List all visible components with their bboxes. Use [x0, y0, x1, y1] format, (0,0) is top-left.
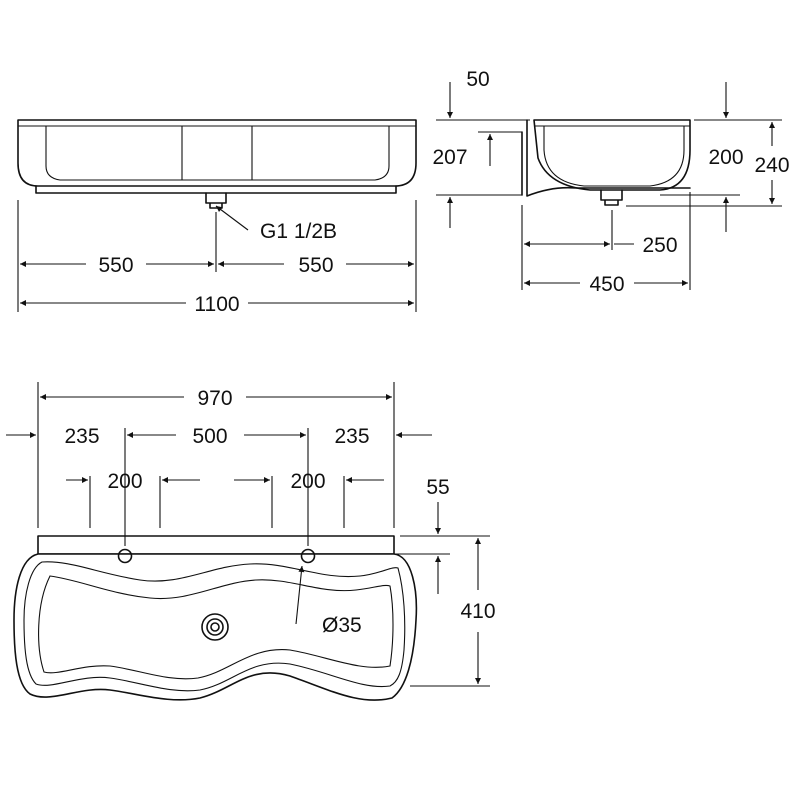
side-view-dim-top-offset: 50	[466, 68, 489, 91]
top-view-drain-ring	[206, 618, 224, 636]
top-view-tap-hole-right	[300, 548, 316, 564]
top-view-dim-tap-zone-left: 200	[107, 470, 142, 493]
top-view-drain-inner	[210, 622, 220, 632]
side-view-bracket	[526, 119, 691, 197]
side-view-dim-total-height: 240	[754, 154, 789, 177]
side-view-dim-waste-position: 250	[642, 234, 677, 257]
front-view-dim-left-half: 550	[98, 254, 133, 277]
top-view-dim-tap-spacing: 500	[192, 425, 227, 448]
top-view-back-ledge	[37, 535, 395, 555]
top-view: Ø35 970 235 500 235 200 200 55	[6, 382, 496, 701]
front-view-thread-leader	[215, 205, 249, 231]
front-view-dim-total-width: 1100	[194, 293, 239, 316]
front-view-basin-outline	[17, 119, 417, 187]
top-view-drain-outer	[201, 613, 229, 641]
side-view-dim-wall-height: 207	[432, 146, 467, 169]
top-view-tap-hole-diameter: Ø35	[322, 614, 362, 637]
top-view-dim-tap-zone-right: 200	[290, 470, 325, 493]
top-view-inner-rim	[23, 561, 406, 692]
top-view-diameter-leader	[295, 565, 305, 625]
top-view-tap-hole-left	[117, 548, 133, 564]
side-view-dim-basin-height: 200	[708, 146, 743, 169]
front-view-centre-divider	[181, 126, 253, 180]
front-view-base-plate	[35, 185, 397, 194]
side-view-waste-outlet	[600, 189, 623, 206]
top-view-basin-outline	[13, 553, 418, 701]
front-view-waste-outlet	[205, 192, 227, 209]
top-view-basin-floor	[38, 575, 394, 680]
front-view-thread-label: G1 1/2B	[260, 220, 337, 243]
top-view-dim-edge-left: 235	[64, 425, 99, 448]
side-view-dim-depth: 450	[589, 273, 624, 296]
side-view: 50 207 200 240 250 450	[432, 68, 789, 296]
top-view-dim-back-ledge: 55	[426, 476, 449, 499]
top-view-dim-depth: 410	[460, 600, 495, 623]
front-view-dim-right-half: 550	[298, 254, 333, 277]
front-view-inner-rim	[45, 126, 390, 181]
top-view-dim-edge-right: 235	[334, 425, 369, 448]
front-view: G1 1/2B 550 550 1100	[17, 119, 417, 316]
side-view-basin-outline	[533, 119, 691, 191]
top-view-dim-overall: 970	[197, 387, 232, 410]
side-view-inner-profile	[543, 126, 685, 187]
